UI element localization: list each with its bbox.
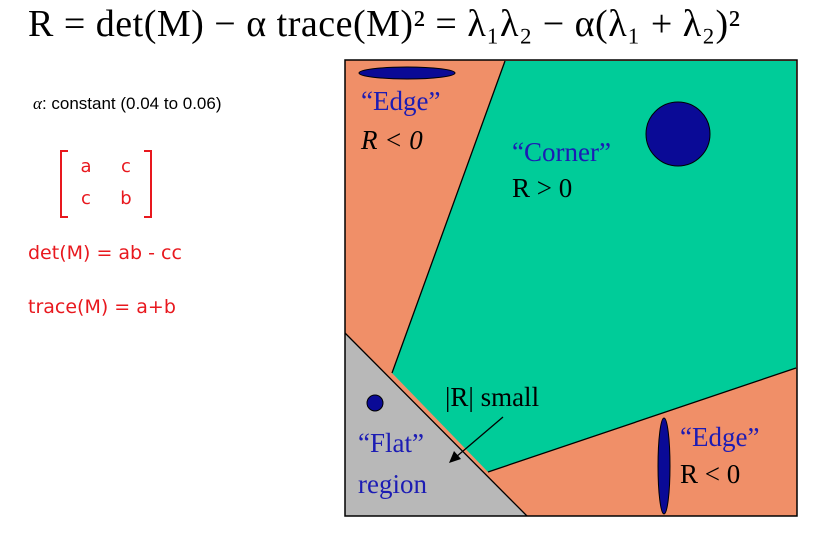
edge-bottom-condition: R < 0 (680, 459, 740, 489)
matrix-cell-b: b (120, 188, 132, 209)
matrix-m: a c c b (60, 150, 152, 218)
pointer-arrow-line (455, 416, 504, 458)
flat-small-circle (366, 394, 384, 412)
horizontal-edge-ellipse (358, 66, 456, 80)
edge-top-condition: R < 0 (360, 125, 423, 155)
alpha-symbol: α (33, 94, 42, 113)
harris-formula: R = det(M) − α trace(M)² = λ₁λ₂ − α(λ₁ +… (28, 3, 741, 45)
region-boundaries (344, 60, 797, 517)
matrix-right-bracket (144, 150, 152, 218)
matrix-cell-c-top: c (121, 156, 131, 177)
vertical-edge-ellipse (657, 417, 671, 515)
pointer-arrow-head (449, 451, 461, 463)
alpha-note: α: constant (0.04 to 0.06) (33, 94, 222, 114)
diagram-frame (344, 59, 798, 517)
flat-label: “Flat” (358, 428, 424, 458)
corner-circle (645, 101, 711, 167)
det-equation: det(M) = ab - cc (28, 242, 182, 264)
edge-bottom-label: “Edge” (680, 422, 759, 452)
alpha-description: : constant (0.04 to 0.06) (41, 94, 222, 113)
matrix-left-bracket (60, 150, 68, 218)
corner-condition: R > 0 (512, 173, 572, 203)
flat-region-word: region (358, 469, 427, 499)
r-small-label: |R| small (445, 382, 539, 412)
corner-label: “Corner” (512, 137, 611, 167)
edge-top-label: “Edge” (361, 86, 440, 116)
matrix-cell-a: a (80, 156, 92, 177)
corner-region (392, 61, 796, 472)
matrix-cell-c-bottom: c (81, 188, 91, 209)
trace-equation: trace(M) = a+b (28, 296, 176, 318)
